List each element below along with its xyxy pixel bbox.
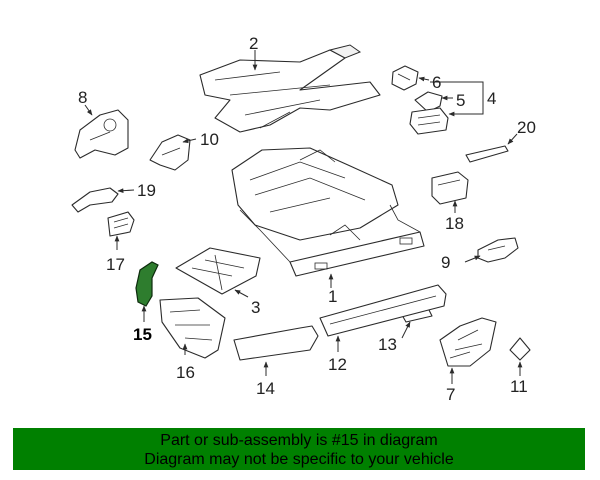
callout-20[interactable]: 20 [517,118,536,137]
part-19-handle[interactable] [71,187,119,213]
part-18-cover[interactable] [431,171,469,205]
part-17-bracket[interactable] [107,211,135,237]
callout-14[interactable]: 14 [256,379,275,398]
info-banner: Part or sub-assembly is #15 in diagram D… [13,428,585,470]
part-9-bracket[interactable] [477,237,519,263]
banner-line-disclaimer: Diagram may not be specific to your vehi… [144,451,454,468]
part-6-clip[interactable] [391,65,419,91]
banner-line-part-number: Part or sub-assembly is #15 in diagram [160,432,438,449]
callout-12[interactable]: 12 [328,355,347,374]
part-4-switch-housing[interactable] [409,107,449,135]
callout-10[interactable]: 10 [200,130,219,149]
callout-1[interactable]: 1 [328,287,337,306]
callout-5[interactable]: 5 [456,91,465,110]
parts-diagram: 1 2 3 4 5 6 7 8 9 10 11 12 13 14 15 16 1… [71,34,536,404]
part-16-side-shield[interactable] [159,297,226,359]
callout-4[interactable]: 4 [487,89,496,108]
callout-2[interactable]: 2 [249,34,258,53]
callout-8[interactable]: 8 [78,88,87,107]
leader-lines [84,50,523,384]
part-1-cushion-frame[interactable] [231,147,425,277]
part-3-tray[interactable] [175,247,261,295]
part-8-side-cover[interactable] [74,109,129,159]
part-2-seat-track[interactable] [199,44,381,133]
callout-numbers: 1 2 3 4 5 6 7 8 9 10 11 12 13 14 15 16 1… [78,34,536,404]
callout-19[interactable]: 19 [137,181,156,200]
callout-15-highlighted[interactable]: 15 [133,325,152,344]
callout-17[interactable]: 17 [106,255,125,274]
callout-3[interactable]: 3 [251,298,260,317]
part-10-bracket[interactable] [149,134,191,171]
part-15-highlighted-bracket[interactable] [135,261,159,307]
callout-13[interactable]: 13 [378,335,397,354]
callout-11[interactable]: 11 [510,377,528,396]
callout-16[interactable]: 16 [176,363,195,382]
callout-7[interactable]: 7 [446,385,455,404]
part-11-button[interactable] [509,337,531,361]
part-7-side-cover[interactable] [439,317,497,367]
part-14-trim[interactable] [233,325,319,361]
callout-6[interactable]: 6 [432,73,441,92]
part-20-rod[interactable] [465,145,509,163]
callout-9[interactable]: 9 [441,253,450,272]
part-12-rail-cover[interactable] [319,284,447,337]
callout-18[interactable]: 18 [445,214,464,233]
